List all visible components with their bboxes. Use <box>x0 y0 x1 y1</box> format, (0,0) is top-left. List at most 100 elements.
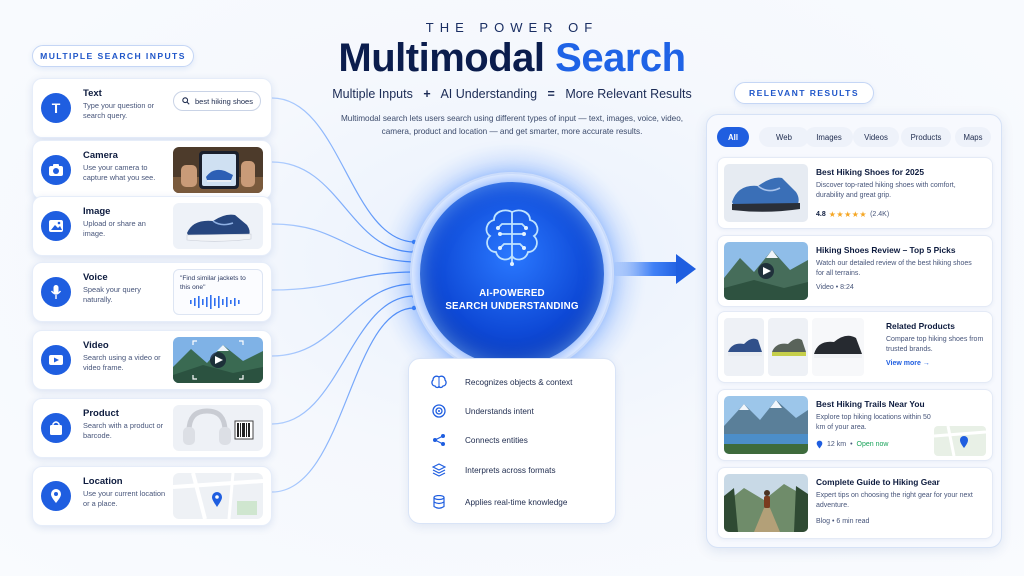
product-thumbnails <box>724 318 864 376</box>
hiker-image <box>724 474 808 532</box>
video-thumbnail[interactable] <box>724 242 808 300</box>
tab-products[interactable]: Products <box>901 127 951 147</box>
equals-sign: = <box>547 87 555 101</box>
trail-meta: 12 km • Open now <box>816 440 888 449</box>
result-title[interactable]: Best Hiking Trails Near You <box>816 399 925 409</box>
feature-label: Connects entities <box>465 435 528 445</box>
input-desc: Use your current location or a place. <box>83 489 166 508</box>
input-card-text[interactable]: T Text Type your question or search quer… <box>32 78 272 138</box>
results-panel: All Web Images Videos Products Maps Best… <box>706 114 1002 548</box>
view-more-link[interactable]: View more → <box>886 360 930 367</box>
layers-icon <box>429 463 449 477</box>
star-rating-icon: ★★★★★ <box>828 210 868 219</box>
brain-icon <box>429 375 449 389</box>
connector-video <box>271 283 415 357</box>
result-card-shoes[interactable]: Best Hiking Shoes for 2025 Discover top-… <box>717 157 993 229</box>
map-thumbnail[interactable] <box>173 473 263 519</box>
connector-text <box>271 97 415 243</box>
result-card-products[interactable]: Related Products Compare top hiking shoe… <box>717 311 993 383</box>
voice-quote: "Find similar jackets to this one" <box>180 275 246 291</box>
video-icon <box>41 345 71 375</box>
result-desc: Watch our detailed review of the best hi… <box>816 260 972 277</box>
input-title: Location <box>83 476 123 487</box>
product-image <box>173 405 263 451</box>
feature-label: Understands intent <box>465 406 534 416</box>
kicker: THE POWER OF <box>425 20 599 35</box>
connector-camera <box>271 161 415 253</box>
title-highlight: Search <box>555 36 686 80</box>
camera-preview-image <box>173 147 263 193</box>
tab-web[interactable]: Web <box>759 127 809 147</box>
meta-separator: • <box>850 441 853 448</box>
video-thumbnail[interactable] <box>173 337 263 383</box>
input-title: Image <box>83 206 111 217</box>
trail-image <box>724 396 808 454</box>
features-panel: Recognizes objects & context Understands… <box>408 358 616 524</box>
equation-part-inputs: Multiple Inputs <box>332 87 413 101</box>
result-card-guide[interactable]: Complete Guide to Hiking Gear Expert tip… <box>717 467 993 539</box>
input-card-voice[interactable]: Voice Speak your query naturally. "Find … <box>32 262 272 322</box>
description: Multimodal search lets users search usin… <box>340 114 684 136</box>
result-card-video[interactable]: Hiking Shoes Review – Top 5 Picks Watch … <box>717 235 993 307</box>
input-title: Text <box>83 88 102 99</box>
input-title: Camera <box>83 150 118 161</box>
feature-item: Interprets across formats <box>429 463 556 477</box>
result-title[interactable]: Related Products <box>886 321 955 331</box>
rating-row: 4.8 ★★★★★ (2.4K) <box>816 210 889 219</box>
search-input[interactable]: best hiking shoes <box>173 91 261 111</box>
shoe-image <box>173 203 263 249</box>
input-card-product[interactable]: Product Search with a product or barcode… <box>32 398 272 458</box>
feature-item: Understands intent <box>429 404 534 418</box>
camera-icon <box>41 155 71 185</box>
shoe-image <box>724 164 808 222</box>
waveform-icon <box>190 295 240 309</box>
input-title: Voice <box>83 272 108 283</box>
tab-images[interactable]: Images <box>805 127 853 147</box>
database-icon <box>429 495 449 509</box>
tab-maps[interactable]: Maps <box>955 127 991 147</box>
hub-label-line2: SEARCH UNDERSTANDING <box>445 301 579 312</box>
input-card-image[interactable]: Image Upload or share an image. <box>32 196 272 256</box>
page-title: Multimodal Search <box>0 36 1024 81</box>
shopping-bag-icon <box>41 413 71 443</box>
plus-sign: + <box>423 87 431 101</box>
connector-voice <box>271 271 415 291</box>
text-icon: T <box>41 93 71 123</box>
result-title[interactable]: Hiking Shoes Review – Top 5 Picks <box>816 245 956 255</box>
input-desc: Use your camera to capture what you see. <box>83 163 156 182</box>
tab-videos[interactable]: Videos <box>853 127 899 147</box>
open-status: Open now <box>856 441 889 448</box>
map-thumbnail[interactable] <box>934 426 986 456</box>
result-desc: Compare top hiking shoes from trusted br… <box>886 336 984 353</box>
equation-part-ai: AI Understanding <box>440 87 538 101</box>
input-desc: Type your question or search query. <box>83 101 155 120</box>
arrow-right-icon <box>614 254 696 284</box>
feature-item: Applies real-time knowledge <box>429 495 567 509</box>
equation-part-results: More Relevant Results <box>565 87 692 101</box>
feature-item: Connects entities <box>429 433 528 447</box>
location-pin-icon <box>816 440 823 449</box>
equation: Multiple Inputs + AI Understanding = Mor… <box>0 87 1024 101</box>
voice-query-box: "Find similar jackets to this one" <box>173 269 263 315</box>
tab-all[interactable]: All <box>717 127 749 147</box>
target-icon <box>429 404 449 418</box>
result-meta: Blog • 6 min read <box>816 518 870 525</box>
input-title: Video <box>83 340 109 351</box>
result-desc: Discover top-rated hiking shoes with com… <box>816 182 956 199</box>
hub-label: AI-POWERED SEARCH UNDERSTANDING <box>420 287 604 313</box>
input-desc: Search using a video or video frame. <box>83 353 161 372</box>
result-card-trails[interactable]: Best Hiking Trails Near You Explore top … <box>717 389 993 461</box>
feature-label: Interprets across formats <box>465 465 556 475</box>
input-desc: Speak your query naturally. <box>83 285 141 304</box>
result-title[interactable]: Best Hiking Shoes for 2025 <box>816 167 924 177</box>
input-card-video[interactable]: Video Search using a video or video fram… <box>32 330 272 390</box>
result-desc: Expert tips on choosing the right gear f… <box>816 492 973 509</box>
review-count: (2.4K) <box>870 211 890 218</box>
barcode-icon <box>234 420 254 440</box>
brain-circuit-icon <box>485 209 539 266</box>
input-card-location[interactable]: Location Use your current location or a … <box>32 466 272 526</box>
input-card-camera[interactable]: Camera Use your camera to capture what y… <box>32 140 272 200</box>
share-nodes-icon <box>429 433 449 447</box>
connector-location <box>271 307 415 493</box>
result-title[interactable]: Complete Guide to Hiking Gear <box>816 477 940 487</box>
